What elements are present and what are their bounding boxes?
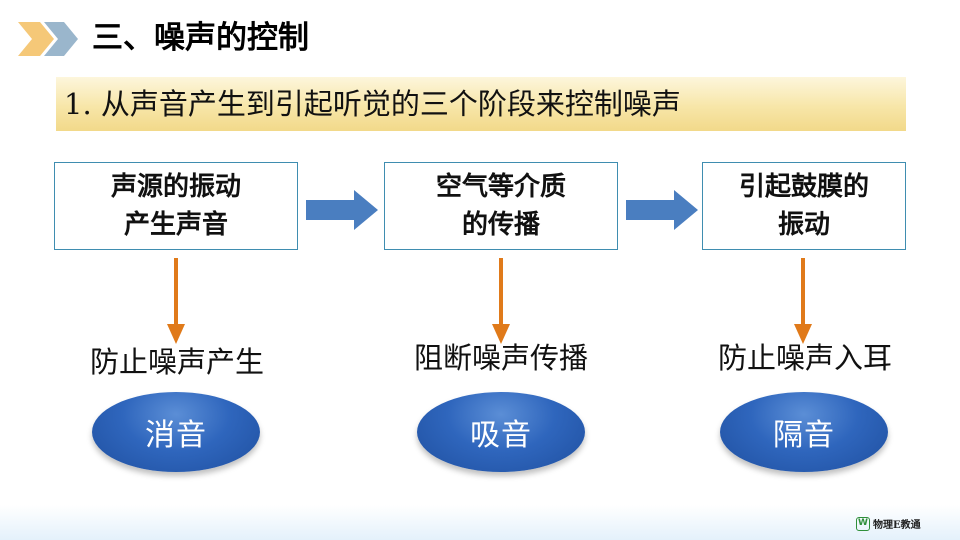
flow-arrow-icon	[306, 190, 378, 230]
stage-source-line1: 声源的振动	[110, 172, 241, 202]
subtitle-banner	[56, 77, 906, 131]
down-arrow-icon	[794, 258, 812, 344]
logo-icon: W	[856, 516, 870, 531]
flow-arrow-icon	[626, 190, 698, 230]
footer-bar	[0, 505, 960, 540]
oval-absorption: 吸音	[417, 392, 585, 472]
down-arrow-icon	[492, 258, 510, 344]
oval-silencing: 消音	[92, 392, 260, 472]
stage-source-line2: 产生声音	[123, 210, 228, 240]
stage-eardrum-line2: 振动	[777, 210, 830, 240]
oval-silencing-label: 消音	[145, 418, 207, 453]
down-arrow-icon	[167, 258, 185, 344]
method-block-propagation: 阻断噪声传播	[413, 341, 588, 375]
logo-text: 物理E教通	[873, 520, 921, 531]
stage-medium-line1: 空气等介质	[435, 172, 566, 202]
stage-box-medium: 空气等介质 的传播	[384, 162, 618, 250]
stage-eardrum-line1: 引起鼓膜的	[738, 172, 869, 202]
subtitle-text: 1. 从声音产生到引起听觉的三个阶段来控制噪声	[64, 87, 681, 121]
method-prevent-generation: 防止噪声产生	[89, 345, 264, 379]
stage-medium-line2: 的传播	[461, 210, 540, 240]
oval-absorption-label: 吸音	[470, 418, 532, 453]
page-title: 三、噪声的控制	[92, 20, 309, 56]
oval-insulation: 隔音	[720, 392, 888, 472]
stage-box-source: 声源的振动 产生声音	[54, 162, 298, 250]
oval-insulation-label: 隔音	[773, 418, 835, 453]
title-chevron-icon	[18, 22, 78, 56]
brand-logo: W 物理E教通	[856, 516, 921, 531]
stage-box-eardrum: 引起鼓膜的 振动	[702, 162, 906, 250]
method-prevent-entering-ear: 防止噪声入耳	[717, 341, 892, 375]
